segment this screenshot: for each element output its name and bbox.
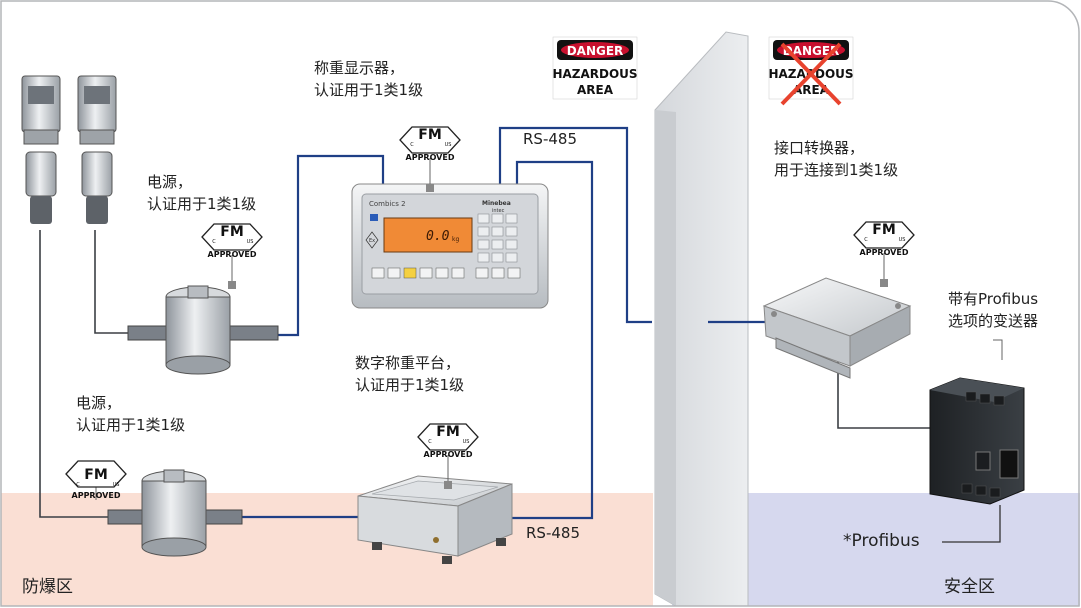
label-indicator-line1: 称重显示器，: [314, 59, 405, 77]
indicator-blue-key: [370, 214, 378, 221]
fm-badge-indicator: FM C US APPROVED: [399, 126, 461, 193]
label-transmitter-line1: 带有Profibus: [948, 290, 1039, 308]
cable-power-indicator: [275, 154, 385, 337]
svg-text:FM: FM: [84, 467, 108, 483]
label-transmitter-line2: 选项的变送器: [948, 312, 1039, 330]
blue-cables: [240, 126, 775, 520]
svg-text:US: US: [445, 142, 452, 148]
gray-cables: [39, 230, 930, 518]
label-indicator-line2: 认证用于1类1级: [314, 81, 424, 99]
svg-text:APPROVED: APPROVED: [72, 491, 121, 500]
fm-badge-power-bottom: FM C US APPROVED: [65, 460, 127, 500]
cable-power-top-supply: [94, 230, 130, 334]
indicator-reading: 0.0: [426, 229, 450, 244]
cable-power-bottom-supply: [39, 230, 110, 518]
profibus-leader: [942, 505, 1001, 543]
fm-badge-platform: FM C US APPROVED: [417, 423, 479, 490]
label-power-top-line1: 电源，: [147, 173, 193, 191]
indicator-model-text: Combics 2: [369, 200, 406, 208]
danger-line2: AREA: [577, 83, 614, 97]
ex-mark-icon: [365, 231, 379, 249]
svg-text:C: C: [410, 142, 414, 148]
label-rs485-top: RS-485: [523, 130, 577, 148]
label-profibus: *Profibus: [843, 531, 920, 551]
svg-text:US: US: [899, 237, 906, 243]
svg-text:US: US: [463, 439, 470, 445]
svg-text:FM: FM: [872, 222, 896, 238]
platform-label-icon: [433, 537, 439, 543]
connector-left: [21, 75, 61, 224]
indicator-brand-text: Minebea: [482, 200, 511, 207]
fm-badge-power-top: FM C US APPROVED: [201, 223, 263, 290]
indicator-keypad: [477, 213, 518, 263]
power-supply-bottom: [107, 469, 243, 557]
zone-label-safe: 安全区: [944, 577, 995, 597]
power-supply-top: [127, 285, 279, 375]
svg-text:APPROVED: APPROVED: [424, 450, 473, 459]
svg-text:C: C: [864, 237, 868, 243]
svg-text:APPROVED: APPROVED: [406, 153, 455, 162]
svg-text:APPROVED: APPROVED: [208, 250, 257, 259]
cable-rs485-top: [498, 126, 652, 324]
svg-text:US: US: [113, 482, 120, 488]
indicator-function-keys: [371, 267, 521, 279]
label-converter-line1: 接口转换器，: [774, 139, 865, 157]
svg-text:FM: FM: [220, 224, 244, 240]
interface-converter: [762, 277, 912, 379]
svg-text:C: C: [76, 482, 80, 488]
weighing-platform: [357, 475, 513, 564]
label-platform-line2: 认证用于1类1级: [355, 376, 465, 394]
wall-side-face: [655, 110, 676, 606]
label-power-bottom-line2: 认证用于1类1级: [76, 416, 186, 434]
indicator-display: [383, 217, 473, 253]
cable-converter-transmitter: [837, 362, 930, 429]
indicator-brand2-text: intec: [492, 208, 505, 214]
profibus-transmitter: [929, 377, 1025, 505]
fm-badge-converter: FM C US APPROVED: [853, 221, 915, 288]
transmitter-leader: [993, 339, 1003, 360]
indicator-unit: kg: [452, 236, 459, 243]
label-power-bottom-line1: 电源，: [76, 394, 122, 412]
svg-text:APPROVED: APPROVED: [860, 248, 909, 257]
label-rs485-bottom: RS-485: [526, 524, 580, 542]
svg-text:C: C: [212, 239, 216, 245]
danger-word: DANGER: [567, 44, 624, 58]
svg-text:FM: FM: [418, 127, 442, 143]
svg-text:US: US: [247, 239, 254, 245]
hazardous-area-floor: [1, 493, 653, 606]
danger-sign-crossed: DANGER HAZARDOUS AREA: [768, 36, 854, 106]
weighing-indicator: Combics 2 Minebea intec 0.0 kg Ex: [351, 183, 549, 309]
svg-text:FM: FM: [436, 424, 460, 440]
connector-right: [77, 75, 117, 224]
danger-sign-hazardous: DANGER HAZARDOUS AREA: [552, 36, 638, 100]
svg-text:DANGER: DANGER: [783, 44, 840, 58]
svg-text:C: C: [428, 439, 432, 445]
danger-line1: HAZARDOUS: [552, 67, 637, 81]
zone-label-hazardous: 防爆区: [22, 577, 73, 597]
label-converter-line2: 用于连接到1类1级: [774, 161, 899, 179]
label-platform-line1: 数字称重平台，: [355, 354, 461, 372]
ex-mark-text: Ex: [369, 238, 375, 244]
label-power-top-line2: 认证用于1类1级: [147, 195, 257, 213]
cable-rs485-bottom: [505, 160, 594, 520]
